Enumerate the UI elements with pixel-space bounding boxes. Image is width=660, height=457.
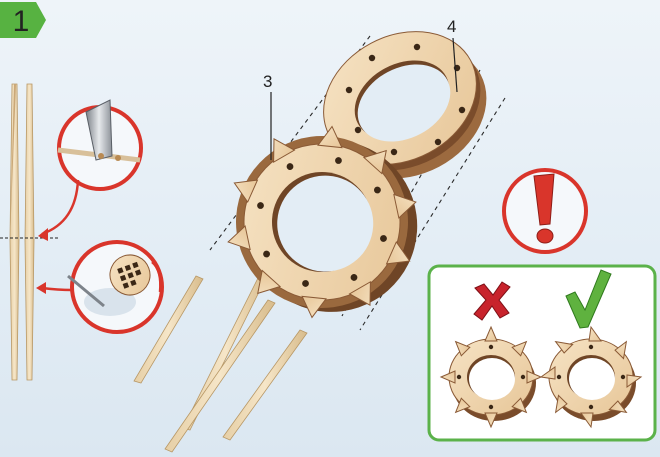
step-number: 1 (8, 6, 34, 38)
correct-orientation-gear (541, 327, 641, 427)
cutting-inset (38, 100, 141, 241)
vertical-toothpicks (0, 84, 60, 380)
warning-icon (504, 170, 586, 252)
callout-part-4: 4 (447, 18, 456, 36)
wrong-orientation-gear (441, 327, 541, 427)
step-badge: 1 (0, 2, 46, 42)
sanding-inset (36, 242, 162, 332)
callout-part-3: 3 (263, 73, 272, 91)
